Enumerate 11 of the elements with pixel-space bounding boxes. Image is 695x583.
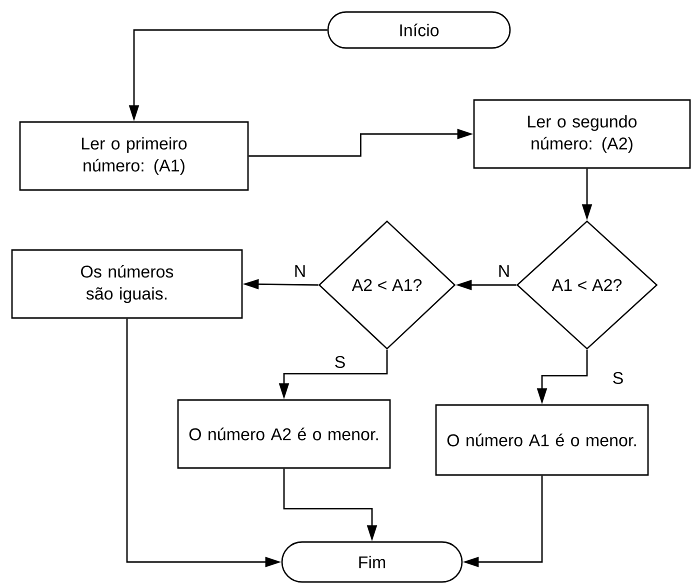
process-box: Ler o segundo número: (A2) xyxy=(473,99,691,169)
process-box: Os números são iguais. xyxy=(11,249,243,319)
start-terminal: Início xyxy=(327,11,511,49)
process-box: Ler o primeiro número: (A1) xyxy=(19,121,249,191)
edge-label: S xyxy=(611,370,625,386)
edge-label: S xyxy=(333,355,347,370)
edge-label: N xyxy=(292,264,308,278)
process-box: O número A1 é o menor. xyxy=(435,404,649,476)
process-box: O número A2 é o menor. xyxy=(177,399,391,469)
edge-label: N xyxy=(496,264,512,278)
end-terminal: Fim xyxy=(281,541,463,583)
